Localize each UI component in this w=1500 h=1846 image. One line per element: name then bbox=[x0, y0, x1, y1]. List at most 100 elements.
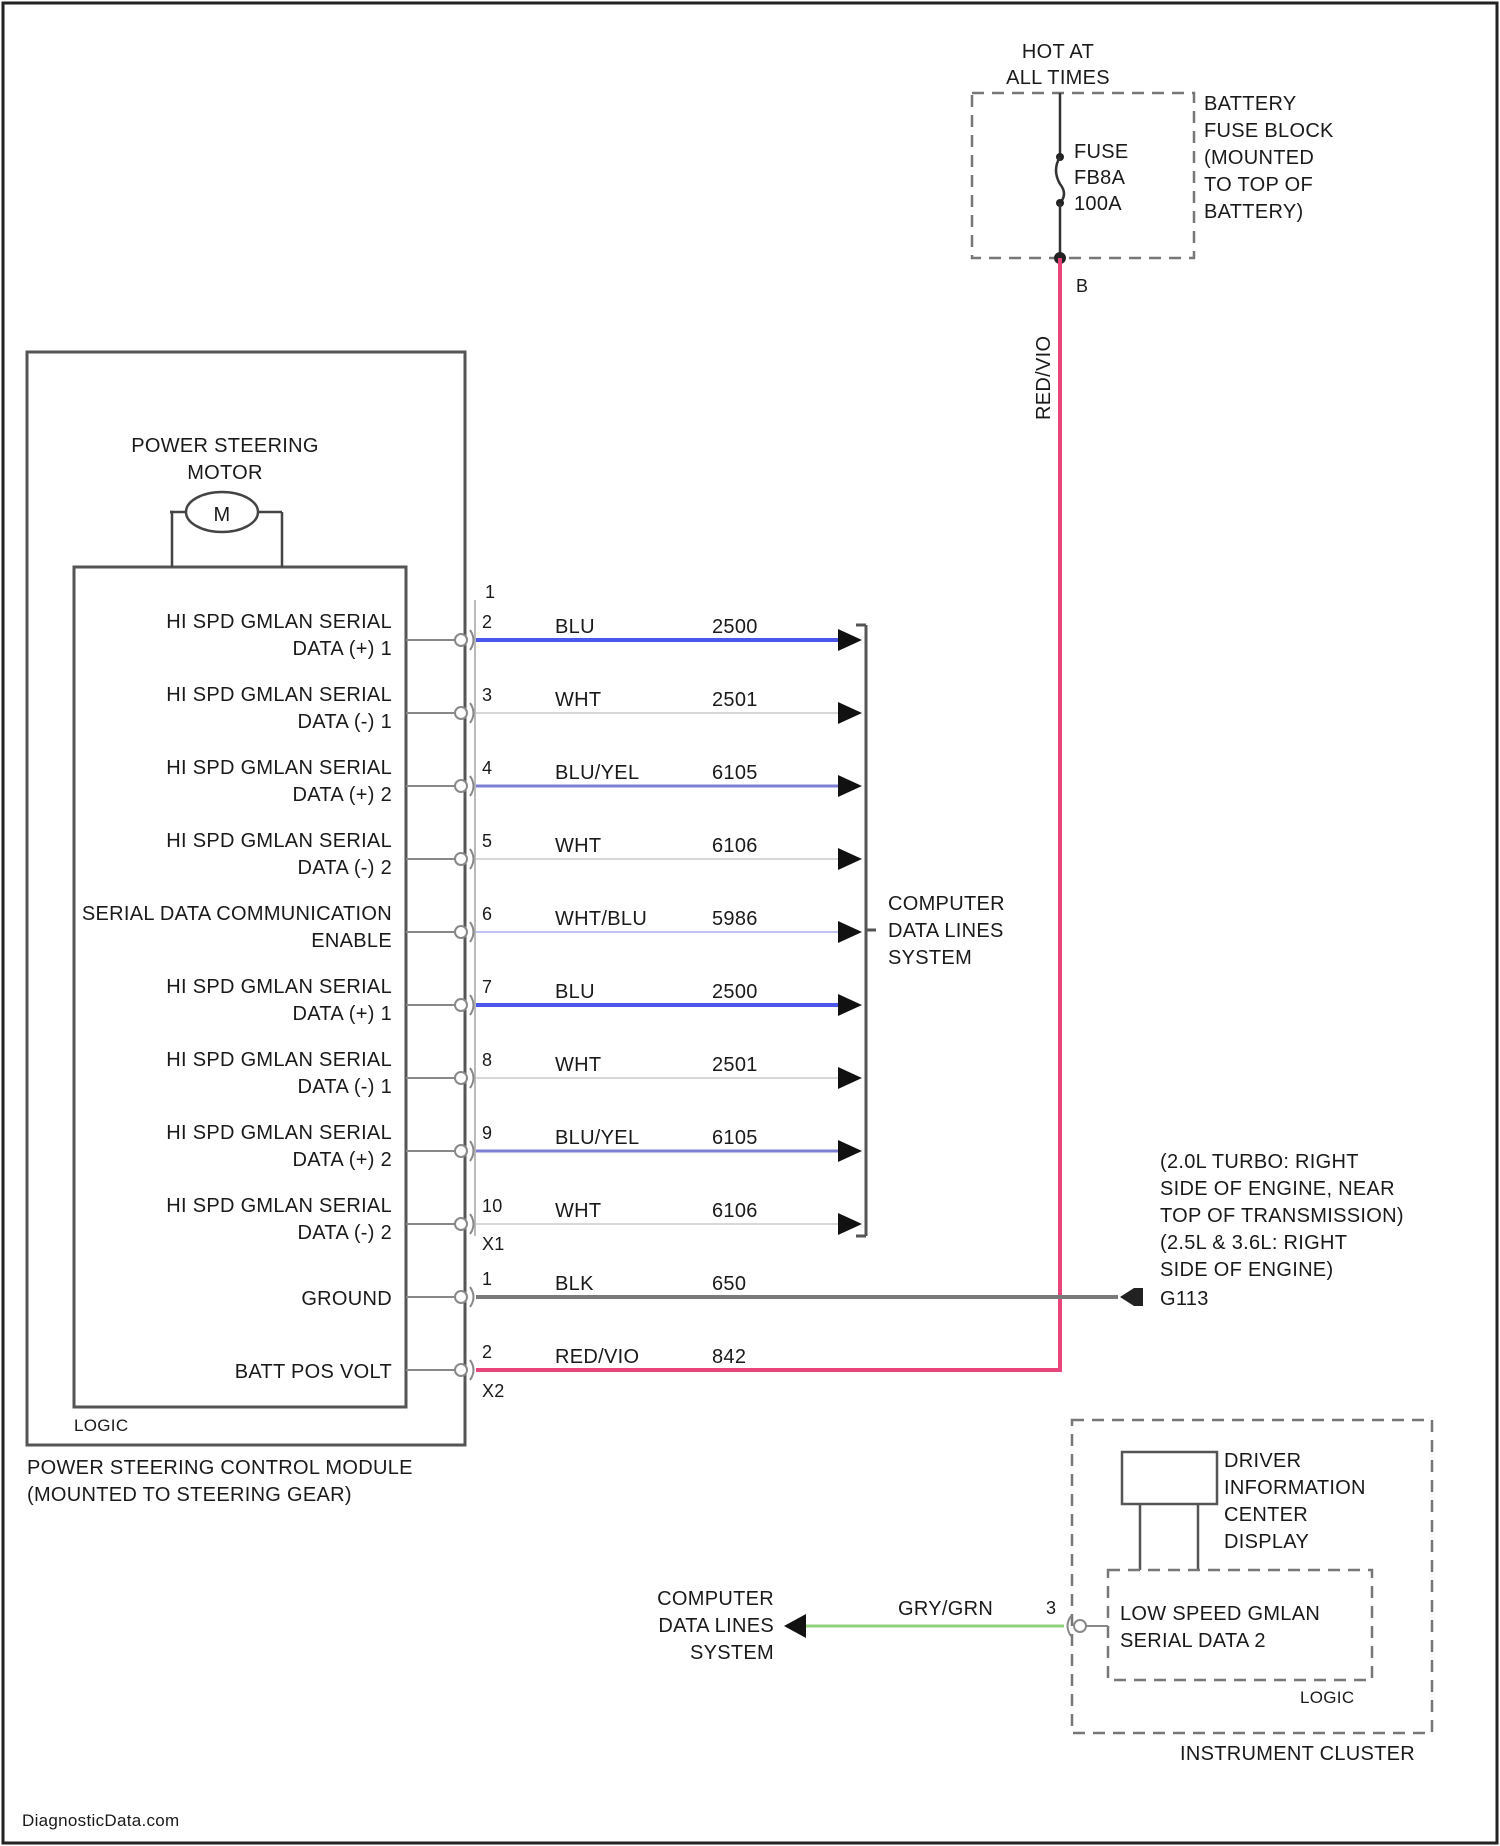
signal-pin-terminal bbox=[455, 926, 467, 938]
ground-location-4: (2.5L & 3.6L: RIGHT bbox=[1160, 1232, 1347, 1254]
signal-connector-chevron bbox=[470, 630, 474, 650]
fuse-label-3: 100A bbox=[1074, 193, 1122, 215]
cluster-data-lines-label-1: COMPUTER bbox=[657, 1588, 774, 1610]
signal-connector-chevron bbox=[470, 776, 474, 796]
signal-wire-color-label: WHT bbox=[555, 835, 601, 857]
connector-x1-label: X1 bbox=[482, 1234, 505, 1254]
instrument-cluster: DRIVER INFORMATION CENTER DISPLAY LOW SP… bbox=[657, 1420, 1432, 1765]
motor-label-1: POWER STEERING bbox=[131, 435, 319, 457]
signal-circuit-number: 2501 bbox=[712, 1054, 758, 1076]
signal-label-line2: DATA (+) 2 bbox=[292, 1149, 392, 1171]
data-lines-label-3: SYSTEM bbox=[888, 947, 972, 969]
cluster-wire-color-label: GRY/GRN bbox=[898, 1598, 993, 1620]
fuse-block-label-1: BATTERY bbox=[1204, 93, 1297, 115]
signal-arrow-icon bbox=[838, 848, 862, 870]
battery-positive-circuit: BATT POS VOLT 2 RED/VIO 842 bbox=[235, 1342, 1062, 1383]
module-name-label-1: POWER STEERING CONTROL MODULE bbox=[27, 1457, 413, 1479]
signal-pin-terminal bbox=[455, 1145, 467, 1157]
signal-pin-number: 4 bbox=[482, 758, 492, 778]
fuse-block-label-3: (MOUNTED bbox=[1204, 147, 1314, 169]
signal-row: HI SPD GMLAN SERIALDATA (-) 210WHT6106 bbox=[166, 1195, 862, 1244]
signal-pin-terminal bbox=[455, 853, 467, 865]
ground-color-label: BLK bbox=[555, 1273, 594, 1295]
signal-arrow-icon bbox=[838, 775, 862, 797]
signal-circuit-number: 2501 bbox=[712, 689, 758, 711]
signal-circuit-number: 2500 bbox=[712, 616, 758, 638]
signal-pin-terminal bbox=[455, 1072, 467, 1084]
connector-x1-top-pin: 1 bbox=[485, 582, 495, 602]
signal-arrow-icon bbox=[838, 1067, 862, 1089]
ground-label: GROUND bbox=[301, 1288, 392, 1310]
signal-connector-chevron bbox=[470, 922, 474, 942]
signal-connector-chevron bbox=[470, 1141, 474, 1161]
battery-fuse-block: HOT AT ALL TIMES FUSE FB8A 100A BATTERY … bbox=[972, 41, 1334, 296]
signal-pin-terminal bbox=[455, 780, 467, 792]
signal-label-line2: DATA (-) 2 bbox=[298, 1222, 392, 1244]
signal-label-line2: DATA (+) 1 bbox=[292, 638, 392, 660]
batt-pos-pin-terminal bbox=[455, 1364, 467, 1376]
signal-circuit-number: 6106 bbox=[712, 835, 758, 857]
signal-row: HI SPD GMLAN SERIALDATA (+) 24BLU/YEL610… bbox=[166, 757, 862, 806]
ground-id-label: G113 bbox=[1160, 1288, 1209, 1310]
module-logic-label: LOGIC bbox=[74, 1416, 128, 1435]
fuse-element-icon bbox=[1056, 157, 1064, 203]
dic-label-2: INFORMATION bbox=[1224, 1477, 1366, 1499]
hot-at-label-2: ALL TIMES bbox=[1006, 67, 1110, 89]
cluster-data-lines-label-2: DATA LINES bbox=[658, 1615, 774, 1637]
signal-circuit-number: 6105 bbox=[712, 1127, 758, 1149]
batt-pos-connector-chevron bbox=[470, 1360, 474, 1380]
signal-pin-number: 6 bbox=[482, 904, 492, 924]
signal-pin-terminal bbox=[455, 999, 467, 1011]
batt-pos-color-label: RED/VIO bbox=[555, 1346, 639, 1368]
signal-pin-number: 9 bbox=[482, 1123, 492, 1143]
batt-pos-pin-number: 2 bbox=[482, 1342, 492, 1362]
signal-connector-chevron bbox=[470, 1068, 474, 1088]
data-lines-label-2: DATA LINES bbox=[888, 920, 1004, 942]
ground-location-1: (2.0L TURBO: RIGHT bbox=[1160, 1151, 1359, 1173]
signal-pin-number: 7 bbox=[482, 977, 492, 997]
signal-circuit-number: 2500 bbox=[712, 981, 758, 1003]
signal-arrow-icon bbox=[838, 921, 862, 943]
data-lines-label-1: COMPUTER bbox=[888, 893, 1005, 915]
fuse-block-label-2: FUSE BLOCK bbox=[1204, 120, 1334, 142]
ground-location-5: SIDE OF ENGINE) bbox=[1160, 1259, 1333, 1281]
signal-arrow-icon bbox=[838, 1140, 862, 1162]
signal-arrow-icon bbox=[838, 629, 862, 651]
batt-pos-label: BATT POS VOLT bbox=[235, 1361, 392, 1383]
signal-label-line1: HI SPD GMLAN SERIAL bbox=[166, 976, 392, 998]
cluster-data-lines-label-3: SYSTEM bbox=[690, 1642, 774, 1664]
fuse-block-label-4: TO TOP OF bbox=[1204, 174, 1313, 196]
signal-label-line1: HI SPD GMLAN SERIAL bbox=[166, 684, 392, 706]
vertical-wire-color-label: RED/VIO bbox=[1033, 336, 1055, 420]
signal-arrow-icon bbox=[838, 994, 862, 1016]
signal-label-line2: DATA (+) 1 bbox=[292, 1003, 392, 1025]
motor-lead-left bbox=[170, 512, 172, 567]
dic-display-box bbox=[1122, 1452, 1217, 1504]
fuse-block-label-5: BATTERY) bbox=[1204, 201, 1303, 223]
ground-circuit: GROUND 1 BLK 650 G113 (2.0L TURBO: RIGHT… bbox=[301, 1151, 1404, 1310]
ground-location-2: SIDE OF ENGINE, NEAR bbox=[1160, 1178, 1395, 1200]
signal-wire-color-label: WHT bbox=[555, 1200, 601, 1222]
signal-label-line1: SERIAL DATA COMMUNICATION bbox=[82, 903, 392, 925]
cluster-connector-chevron bbox=[1068, 1616, 1072, 1636]
signal-connector-chevron bbox=[470, 703, 474, 723]
signal-label-line2: DATA (-) 1 bbox=[298, 1076, 392, 1098]
ground-circuit-number: 650 bbox=[712, 1273, 746, 1295]
signal-label-line1: HI SPD GMLAN SERIAL bbox=[166, 611, 392, 633]
cluster-logic-box bbox=[1108, 1570, 1372, 1680]
signal-wire-color-label: BLU/YEL bbox=[555, 762, 639, 784]
ground-connector-chevron bbox=[470, 1287, 474, 1307]
signal-label-line2: DATA (-) 1 bbox=[298, 711, 392, 733]
cluster-signal-label-1: LOW SPEED GMLAN bbox=[1120, 1603, 1320, 1625]
watermark: DiagnosticData.com bbox=[22, 1811, 180, 1830]
dic-label-4: DISPLAY bbox=[1224, 1531, 1309, 1553]
signal-pin-terminal bbox=[455, 707, 467, 719]
ground-pin-number: 1 bbox=[482, 1269, 492, 1289]
